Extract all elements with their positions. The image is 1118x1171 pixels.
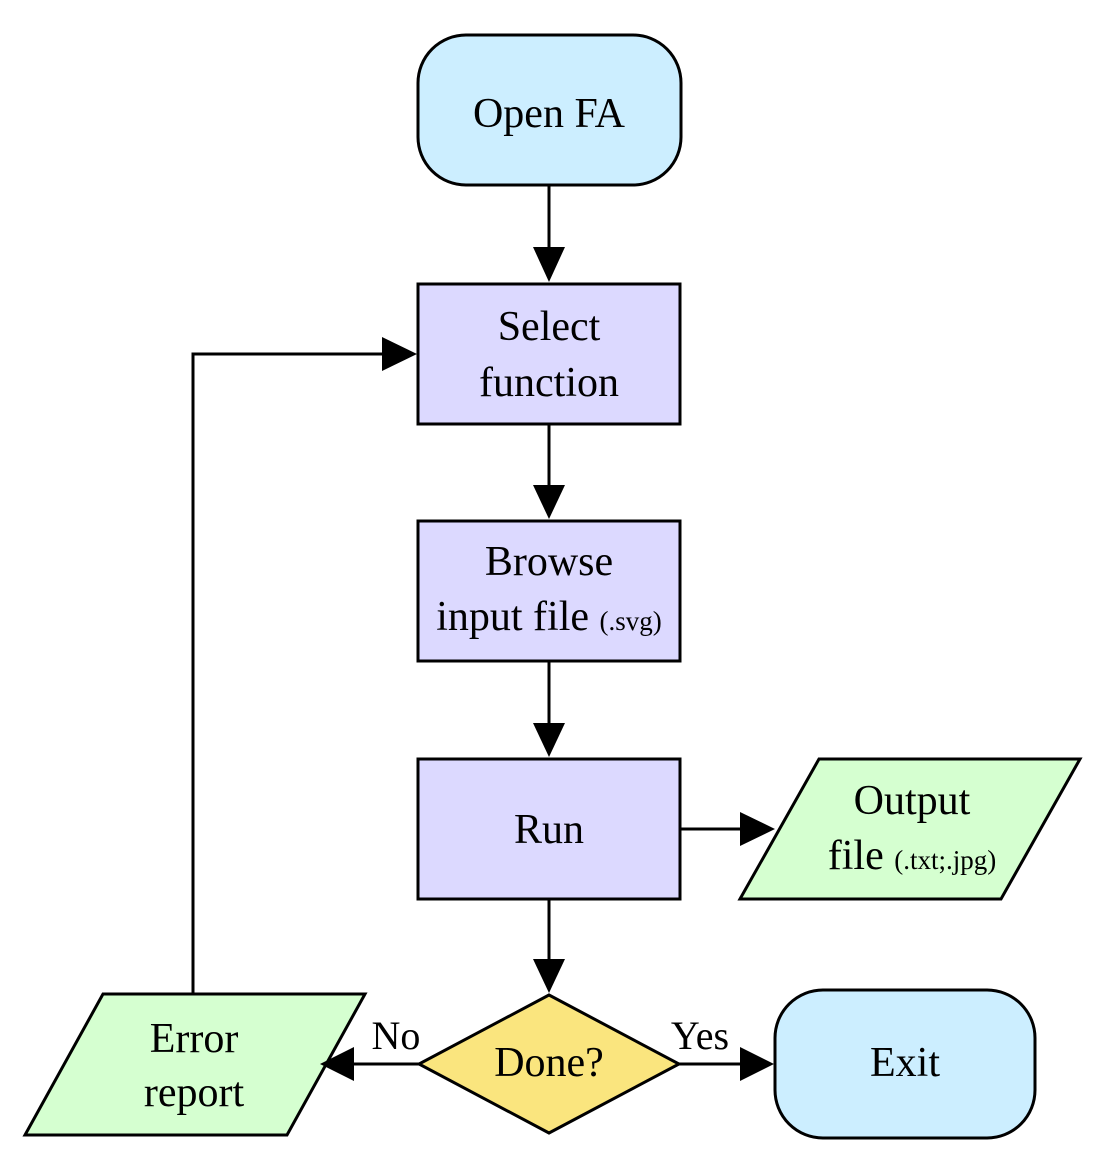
browse-input-extension: (.svg) bbox=[600, 606, 662, 636]
exit-label: Exit bbox=[870, 1040, 940, 1086]
select-function-shape bbox=[416, 282, 682, 426]
browse-input-label-line2: input file (.svg) bbox=[436, 594, 662, 640]
select-function-label-line1: Select bbox=[498, 304, 601, 350]
arrowhead-error-to-select bbox=[382, 337, 417, 371]
browse-input-node: Browse input file (.svg) bbox=[416, 519, 682, 663]
done-shape bbox=[415, 993, 683, 1135]
arrowhead-open-to-select bbox=[533, 247, 565, 282]
edges: No Yes bbox=[191, 185, 775, 1081]
arrowhead-done-to-error bbox=[320, 1047, 354, 1081]
output-file-label-line2: file (.txt;.jpg) bbox=[828, 833, 996, 879]
error-report-label-line2: report bbox=[144, 1070, 245, 1116]
output-file-extension: (.txt;.jpg) bbox=[894, 845, 996, 875]
select-function-node: Select function bbox=[416, 282, 682, 426]
exit-node: Exit bbox=[773, 988, 1037, 1140]
error-report-shape bbox=[22, 992, 368, 1137]
output-file-node: Output file (.txt;.jpg) bbox=[737, 757, 1083, 901]
browse-input-label-line1: Browse bbox=[485, 539, 613, 585]
error-report-node: Error report bbox=[22, 992, 368, 1137]
open-fa-node: Open FA bbox=[416, 33, 683, 187]
output-file-label-line1: Output bbox=[854, 778, 971, 824]
open-fa-label: Open FA bbox=[473, 91, 626, 137]
select-function-label-line2: function bbox=[479, 360, 619, 406]
done-label: Done? bbox=[494, 1040, 604, 1086]
edge-no-label: No bbox=[372, 1013, 421, 1058]
output-file-line2-text: file bbox=[828, 833, 894, 879]
arrowhead-browse-to-run bbox=[533, 723, 565, 757]
run-node: Run bbox=[416, 757, 682, 901]
edge-error-to-select bbox=[191, 352, 384, 994]
error-report-label-line1: Error bbox=[150, 1016, 239, 1062]
output-file-shape bbox=[737, 757, 1083, 901]
arrowhead-run-to-done bbox=[533, 959, 565, 993]
edge-yes-label: Yes bbox=[671, 1013, 729, 1058]
arrowhead-select-to-browse bbox=[533, 485, 565, 519]
done-node: Done? bbox=[415, 993, 683, 1135]
arrowhead-run-to-output bbox=[740, 812, 775, 846]
browse-input-shape bbox=[416, 519, 682, 663]
exit-shape bbox=[773, 988, 1037, 1140]
run-label: Run bbox=[514, 807, 584, 853]
arrowhead-done-to-exit bbox=[740, 1047, 774, 1081]
browse-input-line2-text: input file bbox=[436, 594, 599, 640]
